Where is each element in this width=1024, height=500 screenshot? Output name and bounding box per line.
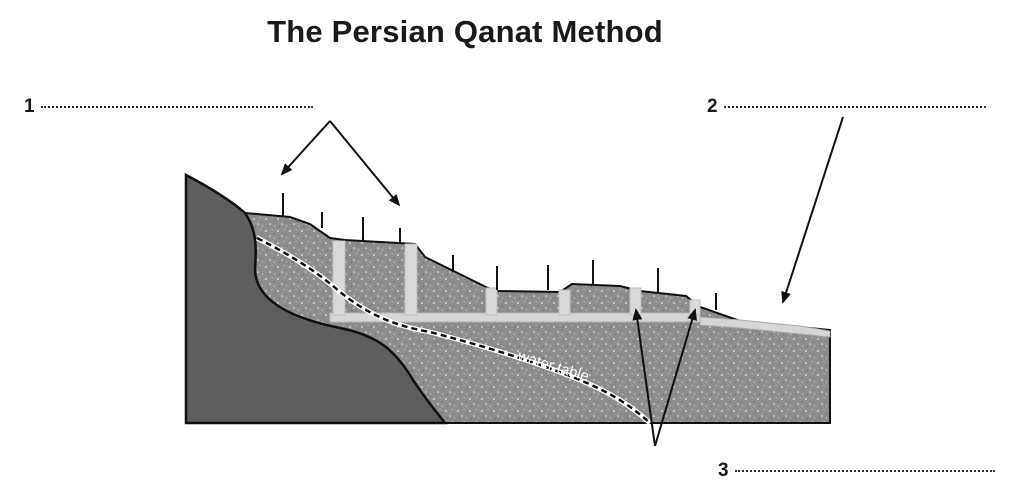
label-1-blank[interactable]	[40, 105, 313, 108]
surface-channel	[699, 316, 831, 338]
label-3-blank[interactable]	[734, 469, 995, 472]
page-title: The Persian Qanat Method	[267, 14, 663, 49]
arrow-1-right	[329, 120, 401, 207]
surface-markers	[282, 193, 717, 310]
label-2: 2	[707, 96, 986, 118]
arrow-3-right	[654, 308, 697, 447]
label-2-number: 2	[707, 96, 718, 117]
label-3: 3	[718, 460, 995, 482]
label-1-number: 1	[24, 96, 35, 117]
vertical-shafts	[332, 240, 701, 316]
label-2-blank[interactable]	[723, 105, 986, 108]
arrows	[280, 116, 844, 447]
arrow-1-left	[280, 120, 331, 176]
arrow-3-left	[632, 308, 656, 447]
arrow-2	[781, 116, 844, 304]
bedrock	[184, 172, 448, 425]
label-3-number: 3	[718, 460, 729, 481]
label-1: 1	[24, 96, 313, 118]
